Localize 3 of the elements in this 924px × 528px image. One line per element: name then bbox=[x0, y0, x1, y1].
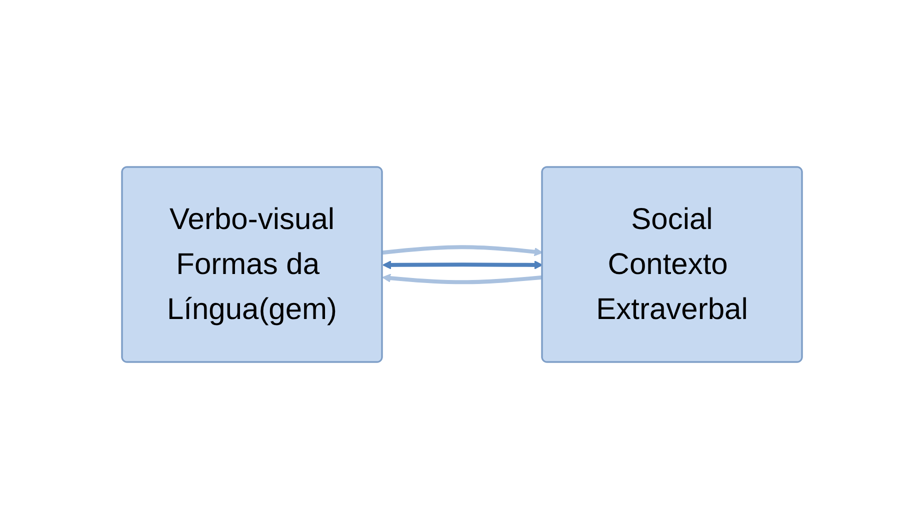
arrow bbox=[382, 273, 543, 284]
arrow bbox=[382, 260, 543, 269]
arrow bbox=[382, 244, 543, 256]
